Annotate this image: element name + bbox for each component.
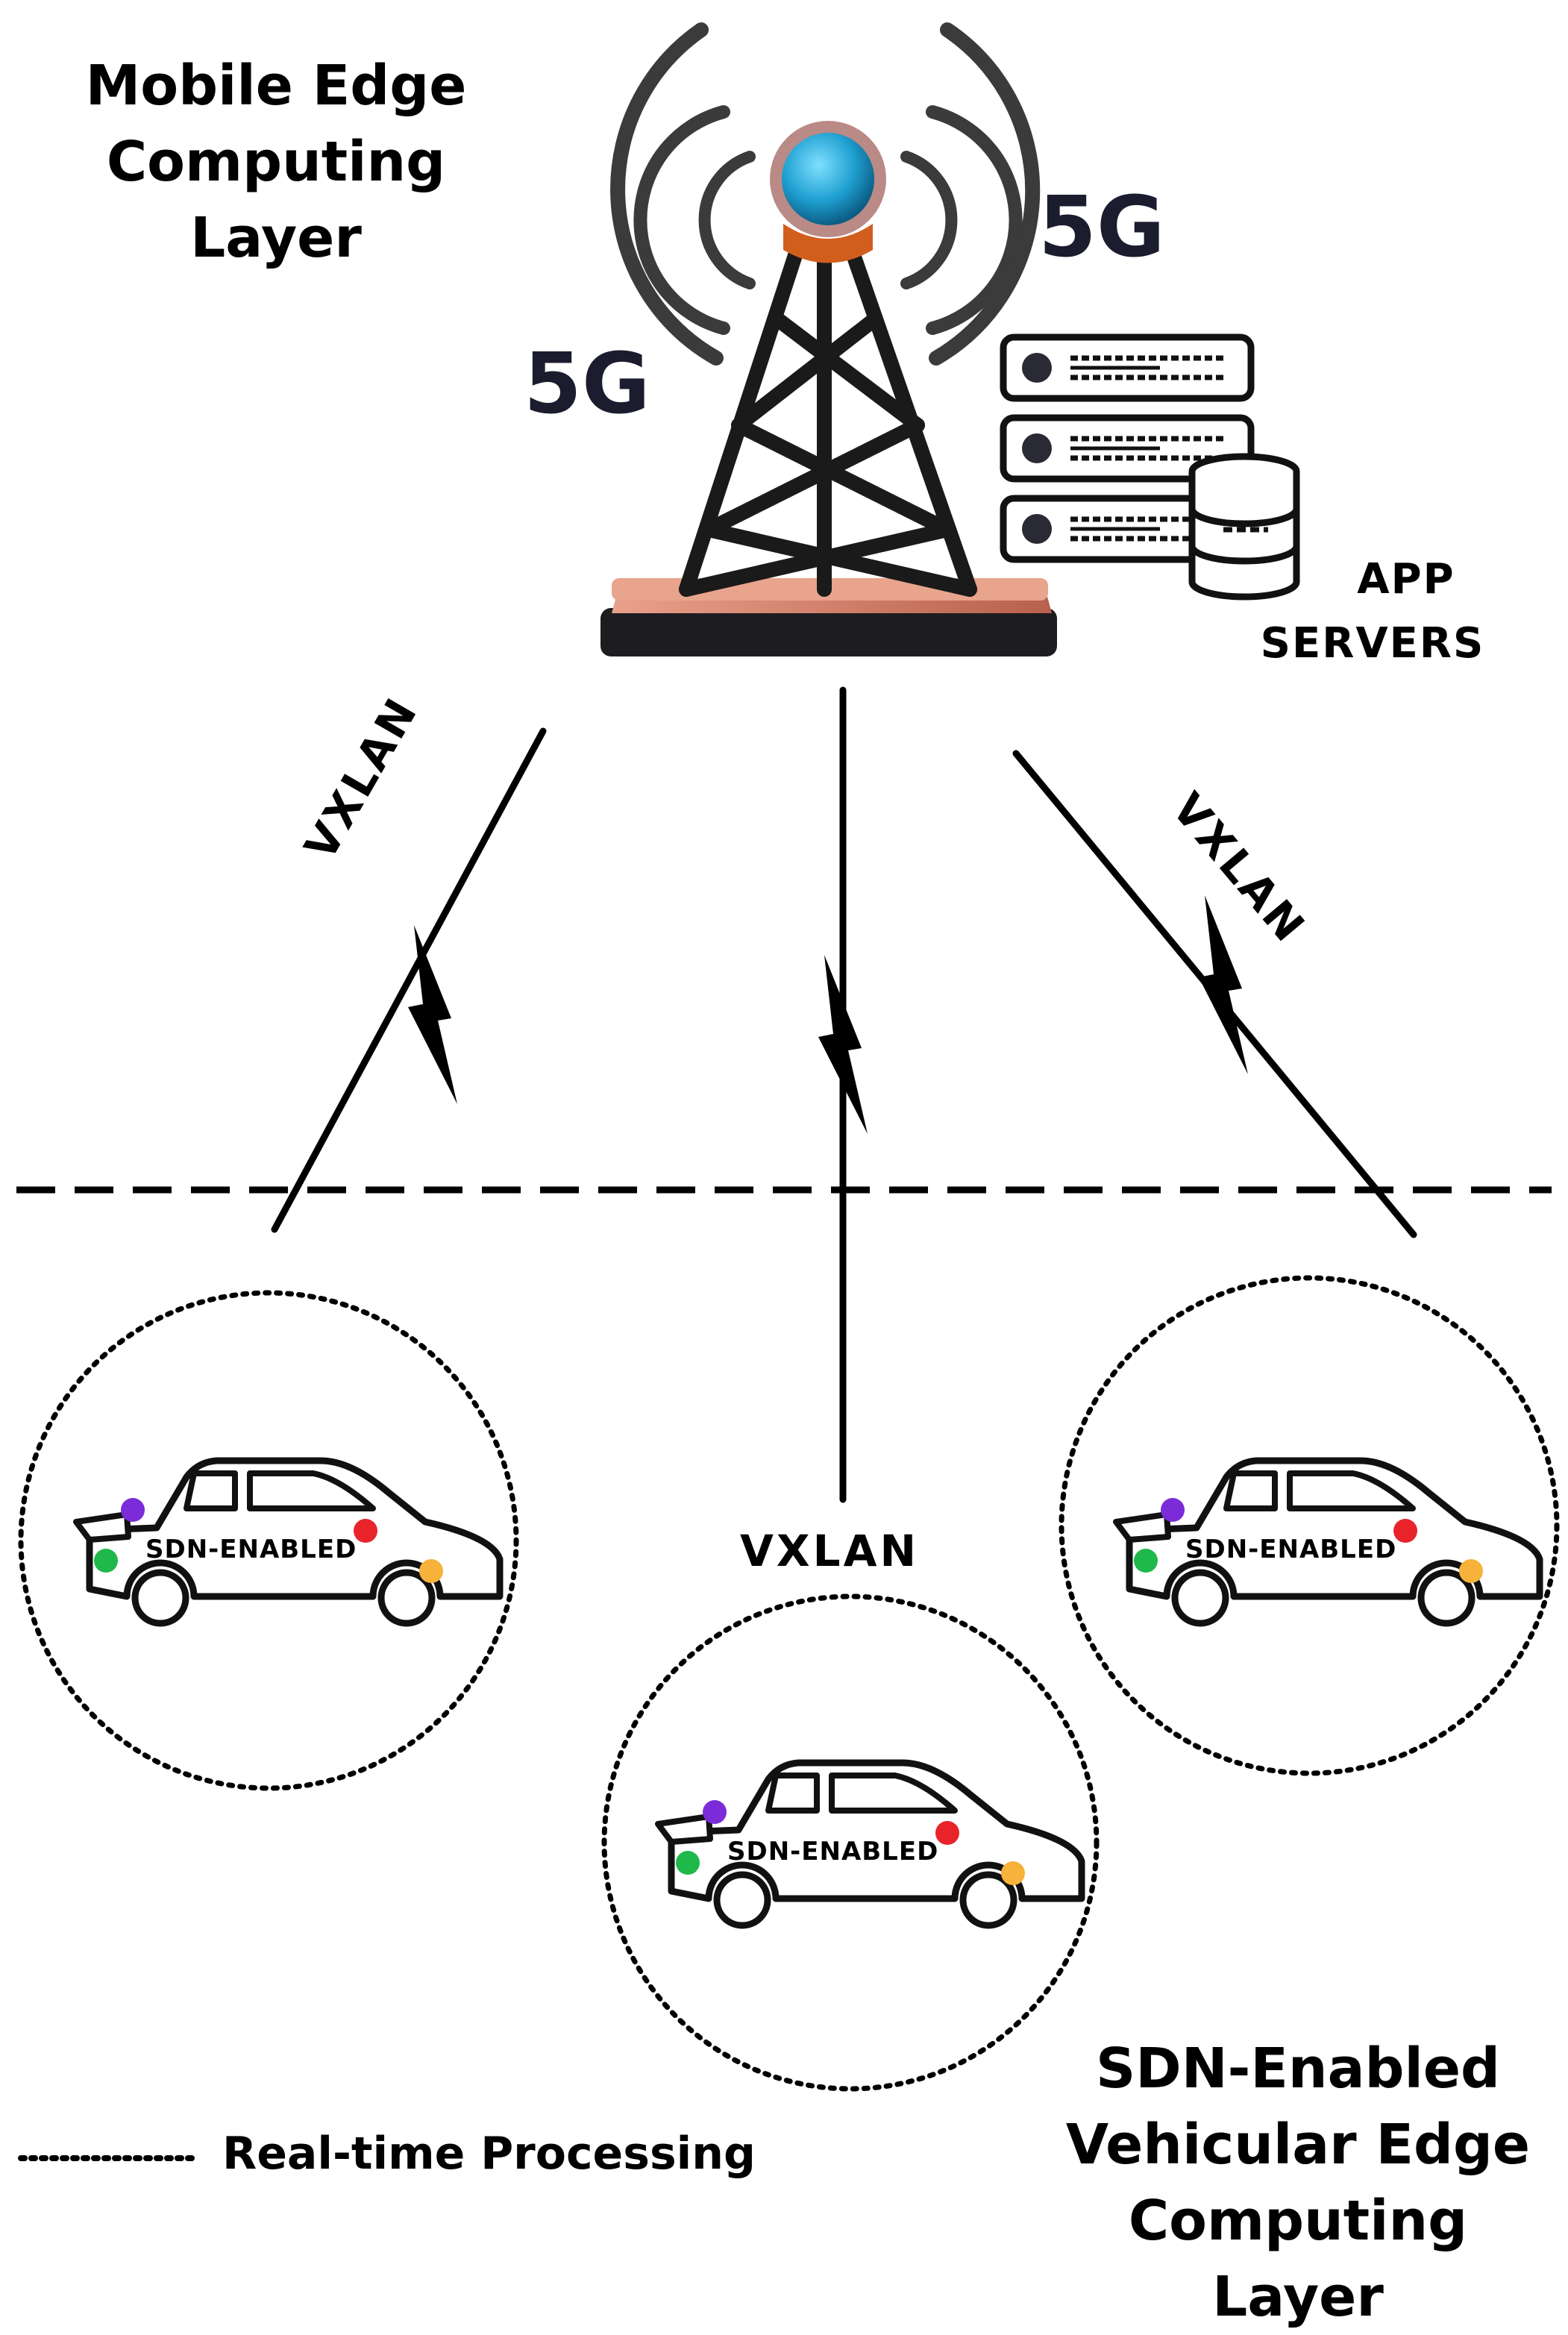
vxlan-link-left bbox=[271, 727, 547, 1233]
coverage-zone-right bbox=[1059, 1275, 1560, 1776]
label-5g-left: 5G bbox=[524, 336, 650, 433]
signal-waves-icon bbox=[610, 22, 1041, 366]
sensor-dot-red bbox=[1393, 1519, 1417, 1543]
sensor-dot-purple bbox=[703, 1800, 727, 1824]
vehicle-label: SDN-ENABLED bbox=[727, 1837, 938, 1867]
cell-tower-icon bbox=[600, 121, 1057, 656]
vec-layer-title-line1: SDN-Enabled bbox=[1095, 2037, 1501, 2101]
diagram-canvas: SDN-ENABLED SDN-ENABLED SDN-ENABLED bbox=[16, 22, 1560, 2161]
sensor-dot-orange bbox=[419, 1559, 443, 1583]
sensor-dot-red bbox=[354, 1519, 377, 1543]
vehicle-center: SDN-ENABLED bbox=[658, 1763, 1082, 1925]
vec-layer-title: SDN-Enabled Vehicular Edge Computing Lay… bbox=[1037, 2031, 1559, 2335]
vehicle-left: SDN-ENABLED bbox=[76, 1461, 500, 1623]
sensor-dot-green bbox=[676, 1851, 700, 1875]
vec-layer-title-line3: Computing Layer bbox=[1128, 2189, 1468, 2329]
sensor-dot-green bbox=[94, 1549, 118, 1573]
sensor-dot-purple bbox=[1161, 1498, 1185, 1522]
label-5g-right: 5G bbox=[1038, 179, 1165, 276]
vxlan-label-center: VXLAN bbox=[740, 1526, 919, 1576]
vxlan-links bbox=[271, 686, 1417, 1503]
app-servers-icon bbox=[1003, 337, 1300, 601]
app-servers-label-line1: APP bbox=[1357, 555, 1455, 604]
lightning-bolt-icon bbox=[408, 925, 457, 1104]
mec-layer-title: Mobile Edge Computing Layer bbox=[15, 48, 537, 276]
vehicle-label: SDN-ENABLED bbox=[145, 1535, 357, 1564]
lightning-bolt-icon bbox=[1199, 895, 1248, 1074]
vehicle-label: SDN-ENABLED bbox=[1185, 1535, 1396, 1564]
sensor-dot-red bbox=[935, 1821, 959, 1845]
app-servers-label-line2: SERVERS bbox=[1260, 619, 1485, 668]
app-servers-label: APP SERVERS bbox=[1238, 548, 1507, 676]
sensor-dot-orange bbox=[1001, 1861, 1025, 1885]
mec-layer-title-line2: Computing Layer bbox=[106, 130, 446, 270]
mec-layer-title-line1: Mobile Edge bbox=[85, 54, 467, 118]
sensor-dot-green bbox=[1134, 1549, 1158, 1573]
coverage-zone-center bbox=[601, 1593, 1100, 2092]
coverage-zone-left bbox=[18, 1290, 519, 1791]
database-icon bbox=[1188, 453, 1300, 601]
vehicle-right: SDN-ENABLED bbox=[1116, 1461, 1540, 1623]
vec-layer-title-line2: Vehicular Edge bbox=[1065, 2113, 1531, 2177]
sensor-dot-purple bbox=[121, 1498, 145, 1522]
sensor-dot-orange bbox=[1459, 1559, 1483, 1583]
legend-label: Real-time Processing bbox=[222, 2128, 756, 2180]
